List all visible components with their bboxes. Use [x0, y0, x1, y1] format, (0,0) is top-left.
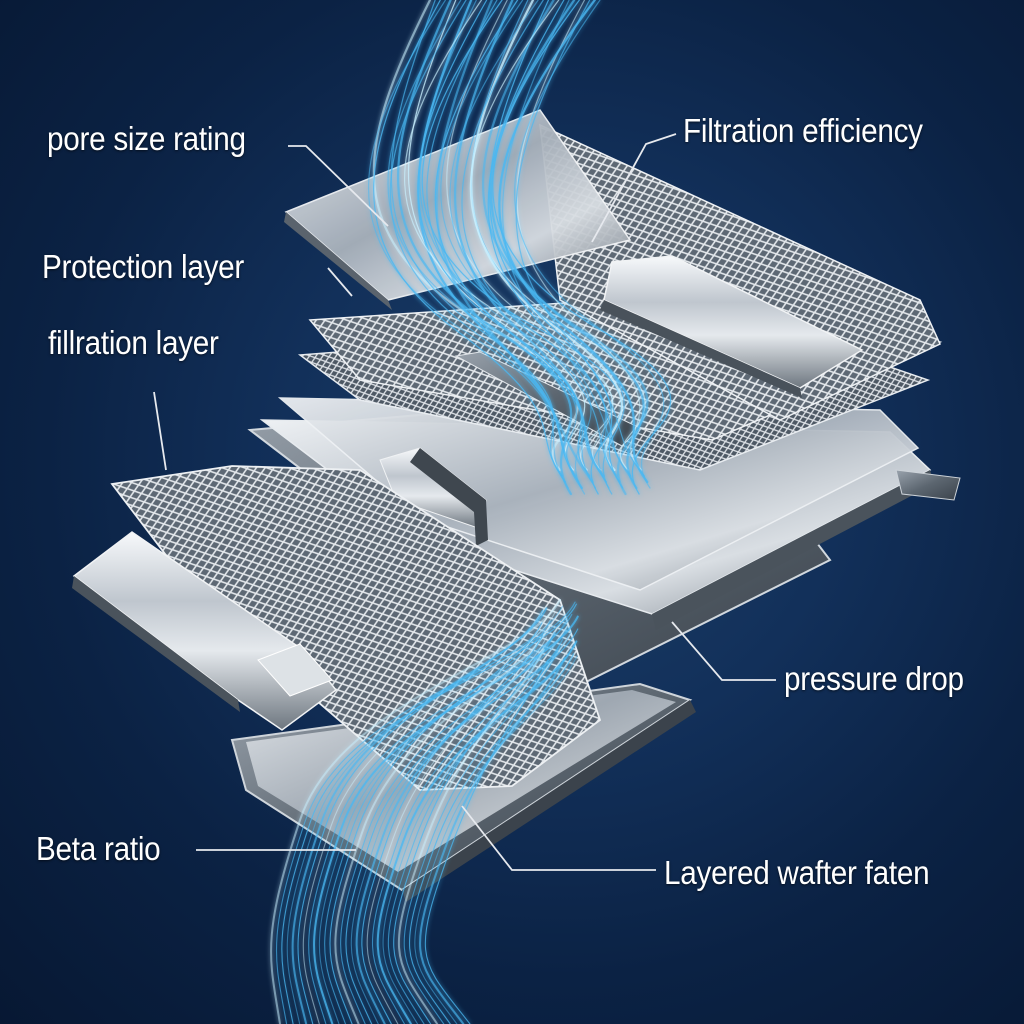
flow-streak — [275, 601, 576, 1024]
flow-streak — [302, 611, 556, 1024]
label-layered-wafter-faten: Layered wafter faten — [664, 854, 930, 891]
flow-streak — [373, 0, 567, 483]
leader-filtration-layer — [153, 391, 167, 471]
leader-protection-layer — [327, 267, 353, 297]
flow-streak — [419, 656, 566, 1024]
flow-streak — [393, 647, 546, 1024]
flow-streak — [398, 648, 545, 1024]
label-beta-ratio: Beta ratio — [36, 830, 161, 867]
flow-streak — [417, 0, 591, 477]
flow-streak — [286, 605, 564, 1024]
flow-streak — [361, 634, 544, 1024]
flow-streak — [345, 628, 579, 1024]
flow-streak — [329, 622, 543, 1024]
leader-lines — [153, 133, 776, 871]
flow-streak — [469, 0, 646, 471]
flow-streak — [390, 0, 564, 477]
flow-streak — [403, 651, 559, 1024]
water-flow-streaks — [270, 0, 672, 1024]
flow-streak — [367, 0, 569, 489]
flow-streak — [449, 0, 618, 477]
leader-filtration-efficiency — [591, 133, 677, 243]
flow-streak — [424, 659, 549, 1024]
top-right-bar — [600, 255, 864, 398]
flow-streak — [409, 653, 575, 1024]
flow-streak — [461, 0, 621, 483]
flow-streak — [492, 0, 672, 495]
flow-streak — [297, 609, 544, 1024]
flow-streak — [434, 0, 607, 483]
flow-streak — [366, 636, 548, 1024]
flow-streak — [313, 615, 579, 1024]
label-filtration-layer: fillration layer — [48, 324, 219, 361]
leader-pore-size-rating — [288, 145, 389, 227]
label-pore-size-rating: pore size rating — [47, 120, 246, 157]
label-filtration-efficiency: Filtration efficiency — [683, 112, 923, 149]
flow-streak — [487, 0, 632, 477]
leader-layered-wafter — [461, 805, 656, 871]
flow-streak — [382, 642, 576, 1024]
flow-streak — [414, 655, 578, 1024]
flow-streak — [270, 599, 561, 1024]
label-protection-layer: Protection layer — [42, 248, 245, 285]
flow-streak — [318, 618, 568, 1024]
flow-streak — [454, 0, 605, 478]
flow-streak — [387, 644, 561, 1024]
flow-streak — [396, 0, 573, 496]
flow-streak — [435, 0, 594, 484]
flow-streak — [514, 0, 665, 489]
flow-streak — [404, 0, 614, 471]
flow-streak — [376, 640, 578, 1024]
flow-streak — [324, 620, 551, 1024]
top-plate — [284, 109, 632, 310]
label-pressure-drop: pressure drop — [784, 660, 964, 697]
flow-streak — [334, 623, 552, 1024]
flow-streak — [407, 0, 586, 471]
flow-streak — [502, 0, 635, 483]
flow-streak — [498, 0, 649, 484]
flow-streak — [371, 638, 564, 1024]
bottom-left-bar — [72, 531, 338, 731]
leader-pressure-drop — [671, 621, 776, 681]
flow-streak — [482, 0, 649, 496]
